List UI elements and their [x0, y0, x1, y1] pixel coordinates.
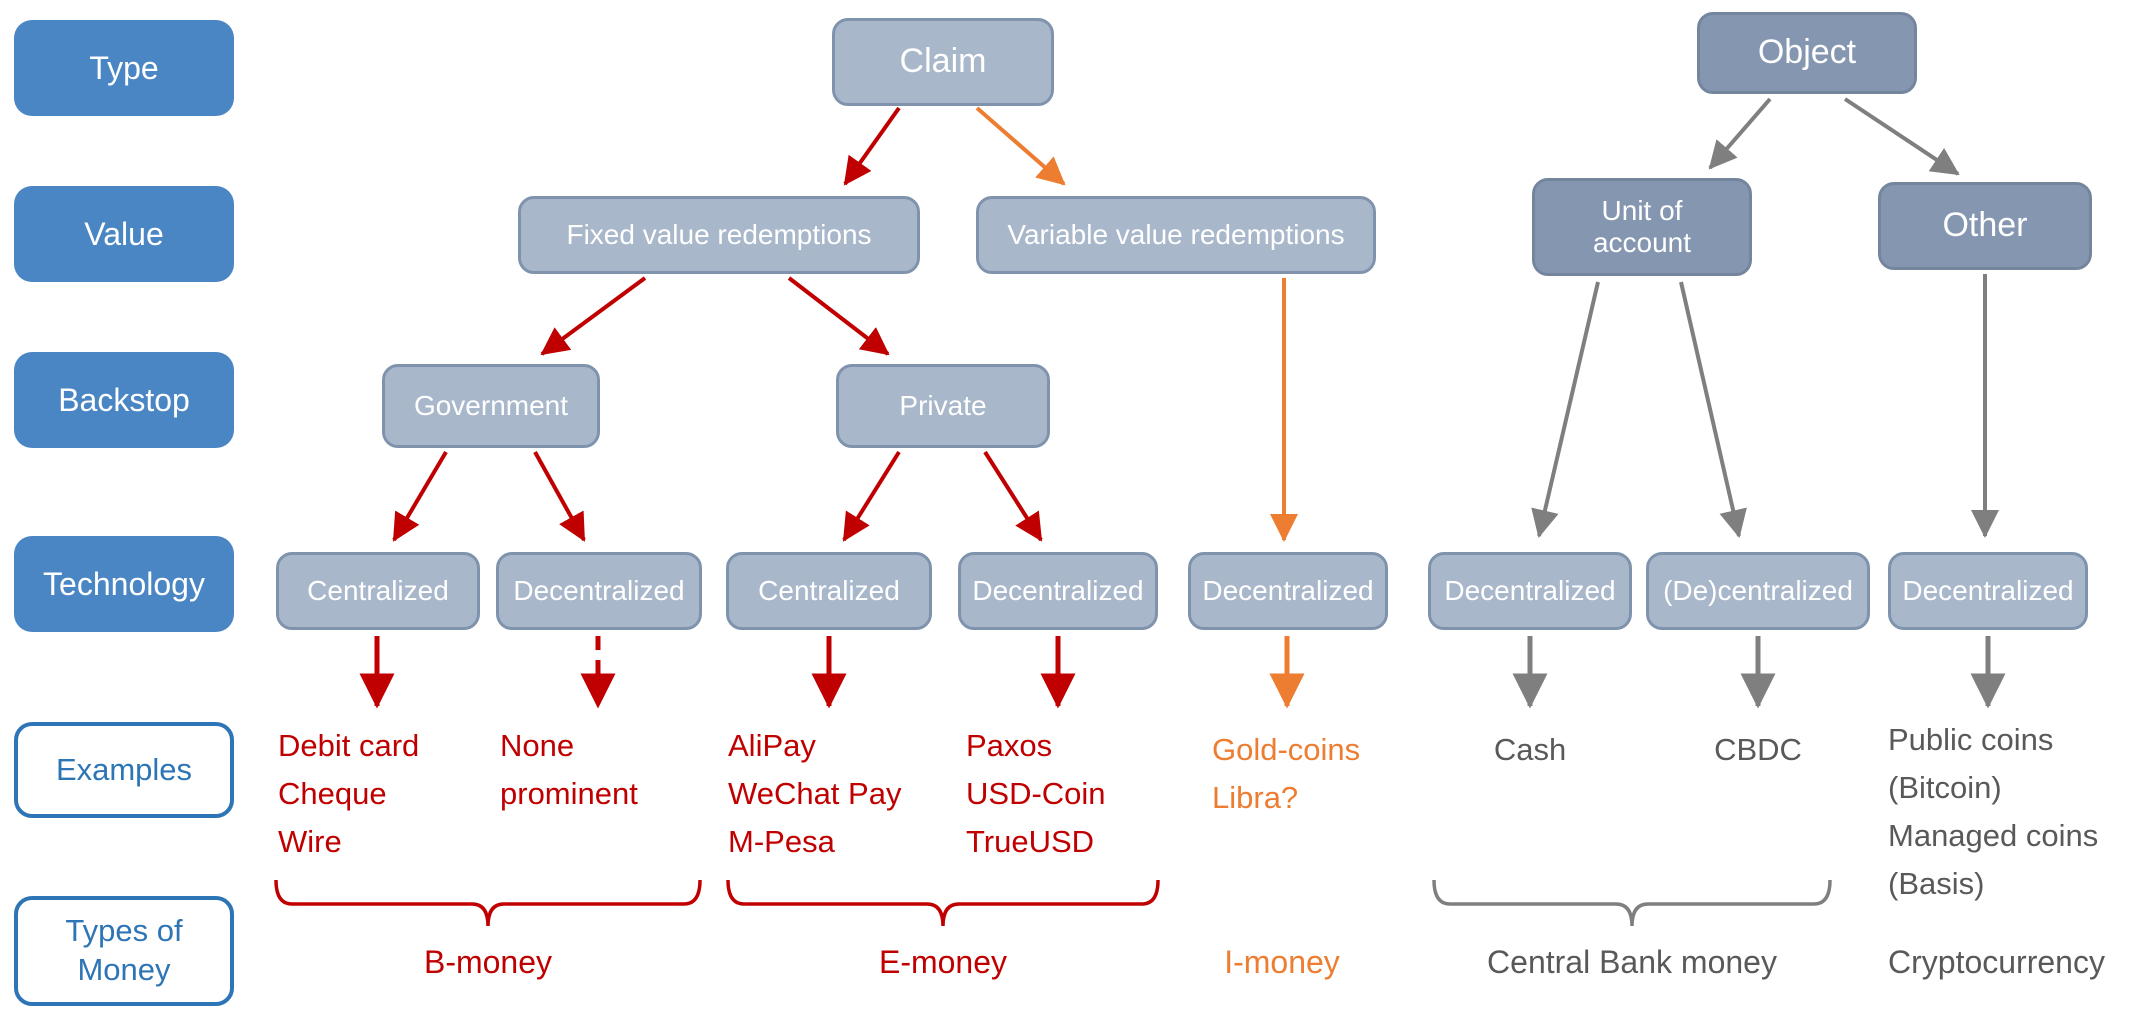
- row-label-technology: Technology: [14, 536, 234, 632]
- node-technology-decentralized-4: Decentralized: [1428, 552, 1632, 630]
- example-line: USD-Coin: [966, 776, 1106, 812]
- row-label-examples-text: Examples: [55, 751, 193, 787]
- brace-e-money: [726, 879, 1160, 927]
- money-type-text: I-money: [1224, 944, 1340, 980]
- example-line: Wire: [278, 824, 342, 860]
- example-line: Paxos: [966, 728, 1053, 763]
- node-tech-text: Decentralized: [1444, 574, 1616, 606]
- node-object-text: Object: [1757, 33, 1857, 72]
- example-line: prominent: [500, 776, 638, 812]
- node-other-text: Other: [1942, 206, 2028, 245]
- node-private-text: Private: [899, 389, 987, 421]
- examples-gold-group: Gold-coins Libra?: [1212, 726, 1360, 822]
- arrow-object-to-other: [1843, 97, 1960, 176]
- money-type-text: Central Bank money: [1487, 944, 1777, 980]
- row-label-technology-text: Technology: [43, 566, 205, 602]
- example-line: Libra?: [1212, 780, 1299, 816]
- brace-b-money: [274, 879, 702, 927]
- money-type-text: B-money: [423, 944, 553, 980]
- node-fixed-text: Fixed value redemptions: [566, 218, 872, 250]
- examples-cash: Cash: [1428, 726, 1632, 774]
- arrow-government-to-decentralized: [533, 451, 586, 542]
- node-tech-text: Decentralized: [1902, 574, 2074, 606]
- row-label-backstop-text: Backstop: [58, 382, 190, 418]
- example-line: Gold-coins: [1212, 732, 1361, 767]
- example-line: Cheque: [278, 776, 387, 812]
- brace-central-bank-money: [1432, 879, 1832, 927]
- arrow-private-to-decentralized: [983, 450, 1043, 542]
- money-type-i-money: I-money: [1182, 944, 1382, 981]
- arrow-government-to-centralized: [392, 450, 448, 542]
- node-fixed-value-redemptions: Fixed value redemptions: [518, 196, 920, 274]
- example-line: TrueUSD: [966, 824, 1095, 860]
- node-other: Other: [1878, 182, 2092, 270]
- node-government: Government: [382, 364, 600, 448]
- example-line: CBDC: [1714, 732, 1802, 767]
- row-label-examples: Examples: [14, 722, 234, 818]
- example-line: Managed coins: [1888, 818, 2099, 854]
- node-technology-decentralized-3: Decentralized: [1188, 552, 1388, 630]
- money-type-b-money: B-money: [388, 944, 588, 981]
- example-line: AliPay: [728, 728, 816, 763]
- examples-debit-group: Debit card Cheque Wire: [278, 722, 419, 866]
- node-technology-decentralized-2: Decentralized: [958, 552, 1158, 630]
- node-unit-of-account-text: Unit of account: [1592, 194, 1692, 258]
- node-technology-de-centralized: (De)centralized: [1646, 552, 1870, 630]
- example-line: (Basis): [1888, 866, 1985, 902]
- node-technology-centralized-2: Centralized: [726, 552, 932, 630]
- node-object: Object: [1697, 12, 1917, 94]
- node-tech-text: Centralized: [758, 574, 900, 606]
- arrow-unit-to-decentralized: [1531, 281, 1600, 538]
- example-line: Debit card: [278, 728, 420, 763]
- arrow-private-to-centralized: [842, 450, 901, 542]
- row-label-backstop: Backstop: [14, 352, 234, 448]
- row-label-type: Type: [14, 20, 234, 116]
- example-line: (Bitcoin): [1888, 770, 2002, 806]
- arrow-unit-to-de-centralized: [1679, 281, 1747, 538]
- node-unit-of-account: Unit of account: [1532, 178, 1752, 276]
- examples-public-coins-group: Public coins (Bitcoin) Managed coins (Ba…: [1888, 716, 2098, 908]
- row-label-types-of-money: Types of Money: [14, 896, 234, 1006]
- money-type-cryptocurrency: Cryptocurrency: [1888, 944, 2105, 981]
- node-variable-value-redemptions: Variable value redemptions: [976, 196, 1376, 274]
- node-variable-text: Variable value redemptions: [1007, 218, 1345, 250]
- node-technology-decentralized-1: Decentralized: [496, 552, 702, 630]
- example-line: Cash: [1493, 732, 1567, 767]
- row-label-types-of-money-text: Types of Money: [65, 913, 183, 987]
- node-technology-centralized-1: Centralized: [276, 552, 480, 630]
- row-label-value: Value: [14, 186, 234, 282]
- arrow-claim-to-variable: [975, 106, 1066, 186]
- node-tech-text: Centralized: [307, 574, 449, 606]
- row-label-value-text: Value: [84, 216, 164, 252]
- examples-alipay-group: AliPay WeChat Pay M-Pesa: [728, 722, 901, 866]
- money-type-e-money: E-money: [843, 944, 1043, 981]
- examples-paxos-group: Paxos USD-Coin TrueUSD: [966, 722, 1106, 866]
- node-technology-decentralized-5: Decentralized: [1888, 552, 2088, 630]
- node-tech-text: (De)centralized: [1663, 574, 1853, 606]
- examples-cbdc: CBDC: [1646, 726, 1870, 774]
- arrow-fixed-to-government: [540, 276, 647, 356]
- arrow-fixed-to-private: [787, 276, 890, 356]
- row-label-type-text: Type: [89, 50, 159, 86]
- arrow-claim-to-fixed: [843, 106, 901, 186]
- node-claim: Claim: [832, 18, 1054, 106]
- node-tech-text: Decentralized: [1202, 574, 1374, 606]
- money-type-text: E-money: [878, 944, 1008, 980]
- arrow-object-to-unit: [1708, 97, 1772, 170]
- example-line: Public coins: [1888, 722, 2054, 757]
- node-claim-text: Claim: [899, 42, 987, 81]
- money-type-text: Cryptocurrency: [1888, 944, 2105, 980]
- example-line: M-Pesa: [728, 824, 835, 860]
- node-government-text: Government: [413, 389, 569, 421]
- node-tech-text: Decentralized: [513, 574, 685, 606]
- node-private: Private: [836, 364, 1050, 448]
- example-line: None: [500, 728, 575, 763]
- node-tech-text: Decentralized: [972, 574, 1144, 606]
- examples-none-group: None prominent: [500, 722, 638, 818]
- money-type-central-bank-money: Central Bank money: [1462, 944, 1802, 981]
- example-line: WeChat Pay: [728, 776, 902, 812]
